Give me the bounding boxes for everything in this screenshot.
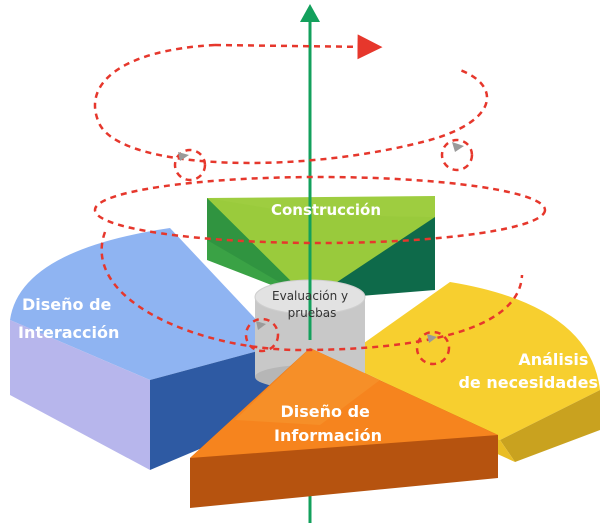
label-interaccion-line1: Diseño de [22, 295, 112, 314]
spiral-top-loop [93, 43, 489, 165]
label-interaccion: Diseño de Interacción [18, 295, 119, 342]
spiral-top-loop-start [214, 34, 383, 60]
label-interaccion-line2: Interacción [18, 323, 119, 342]
spiral-mid-loop [93, 175, 547, 245]
label-construccion: Construcción [271, 201, 381, 219]
label-core: Evaluación y pruebas [272, 289, 352, 320]
segment-interaccion [10, 228, 280, 470]
spiral-loops [93, 34, 547, 366]
label-core-line1: Evaluación y [272, 289, 348, 303]
label-necesidades-line1: Análisis [518, 350, 588, 369]
axis-arrowhead [300, 4, 320, 22]
loop-circle-2 [440, 138, 474, 172]
segment-construccion [207, 196, 435, 300]
segment-informacion [190, 348, 498, 508]
loop-direction-arrows [178, 142, 464, 343]
label-informacion-line1: Diseño de [281, 402, 371, 421]
label-informacion-line2: Información [274, 426, 382, 445]
label-core-line2: pruebas [288, 306, 337, 320]
spiral-outer-loop [100, 231, 524, 352]
label-necesidades-line2: de necesidades [458, 373, 598, 392]
loop-circle-3 [244, 317, 280, 353]
label-informacion: Diseño de Información [274, 402, 382, 445]
loop-circle-1 [173, 148, 207, 182]
label-necesidades: Análisis de necesidades [458, 350, 598, 392]
loop-circle-4 [415, 330, 451, 366]
